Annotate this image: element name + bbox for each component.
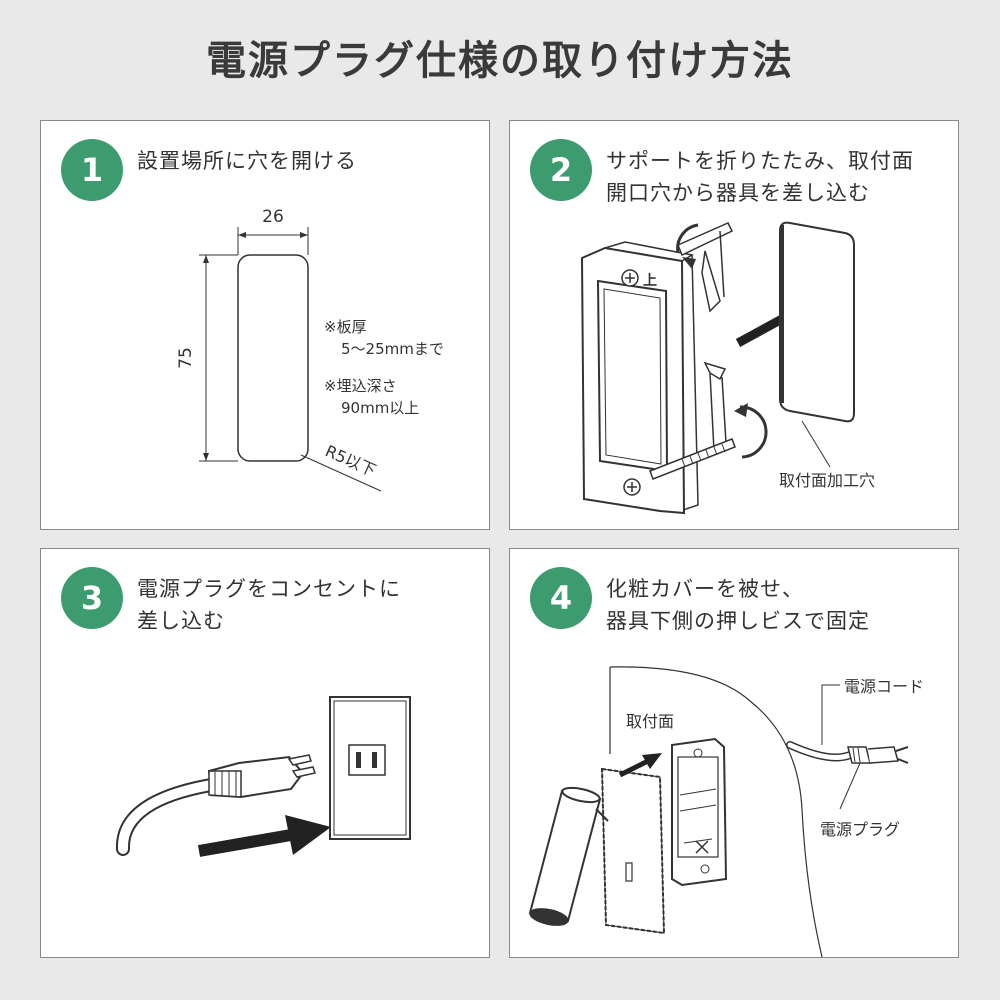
bottom-support	[703, 361, 727, 381]
plug-insertion-diagram	[116, 696, 411, 857]
step-3-panel: 3 電源プラグをコンセントに 差し込む	[40, 548, 490, 958]
power-cord	[118, 780, 216, 854]
step-line: 差し込む	[137, 609, 225, 633]
step-line: 設置場所に穴を開ける	[137, 149, 357, 173]
rotate-arrow-top	[676, 223, 699, 254]
step-line: 化粧カバーを被せ、	[606, 577, 804, 601]
note-depth-value: 90mm以上	[341, 399, 419, 417]
step-number-badge: 4	[530, 567, 592, 629]
radius-leader	[300, 454, 382, 492]
up-mark: 上	[643, 273, 657, 289]
step-line: 電源プラグをコンセントに	[137, 577, 401, 601]
step-number-badge: 3	[61, 567, 123, 629]
page-title: 電源プラグ仕様の取り付け方法	[206, 38, 794, 84]
top-support	[677, 222, 734, 257]
mounting-surface-hole	[779, 221, 855, 423]
step-2-panel: 上 取付面加工穴 2 サポートを折りたたみ、取付面 開口穴から器具を差し込む	[509, 120, 959, 530]
step-line: 開口穴から器具を差し込む	[606, 181, 870, 205]
frame-opening	[596, 279, 669, 473]
step-number-badge: 1	[61, 139, 123, 201]
plug-label: 電源プラグ	[820, 820, 900, 839]
note-depth-label: ※埋込深さ	[324, 377, 397, 395]
rotate-arrow-bottom	[739, 405, 768, 459]
cutout-dimension-diagram: 26 75 R5以下 ※板厚 5〜25mmまで ※埋込深さ 90mm以上	[176, 207, 444, 492]
reading-light	[528, 789, 602, 923]
note-thickness-value: 5〜25mmまで	[341, 340, 444, 358]
step-4-panel: 取付面 電源コード 電源プラグ 4 化粧カバーを被せ、	[509, 548, 959, 958]
frame-insertion-diagram: 上 取付面加工穴	[580, 221, 875, 515]
cord-label: 電源コード	[844, 677, 924, 696]
step-1-panel: 26 75 R5以下 ※板厚 5〜25mmまで ※埋込深さ 90mm以上 1 設…	[40, 120, 490, 530]
cord-leader	[821, 684, 840, 745]
hole-label: 取付面加工穴	[779, 471, 875, 490]
note-thickness-label: ※板厚	[324, 318, 367, 336]
step-instruction: 設置場所に穴を開ける	[137, 145, 357, 177]
cover-switch	[625, 862, 633, 882]
step-line: サポートを折りたたみ、取付面	[606, 149, 914, 173]
outlet-socket	[348, 744, 386, 776]
plug-leader	[839, 762, 861, 810]
step-number-badge: 2	[530, 139, 592, 201]
press-screw	[649, 438, 736, 480]
radius-value: R5以下	[322, 441, 378, 480]
cutout-outline	[237, 254, 309, 462]
height-value: 75	[176, 347, 196, 369]
insert-arrow	[197, 829, 293, 857]
step-line: 器具下側の押しビスで固定	[606, 609, 870, 633]
step-instruction: サポートを折りたたみ、取付面 開口穴から器具を差し込む	[606, 145, 914, 209]
decorative-cover	[600, 767, 666, 935]
power-cord	[787, 742, 853, 760]
step-instruction: 電源プラグをコンセントに 差し込む	[137, 573, 401, 637]
step-instruction: 化粧カバーを被せ、 器具下側の押しビスで固定	[606, 573, 870, 637]
cover-arrow	[618, 758, 650, 778]
width-value: 26	[262, 207, 284, 227]
cover-fixing-diagram: 取付面 電源コード 電源プラグ	[528, 666, 924, 958]
surface-label: 取付面	[626, 712, 674, 731]
